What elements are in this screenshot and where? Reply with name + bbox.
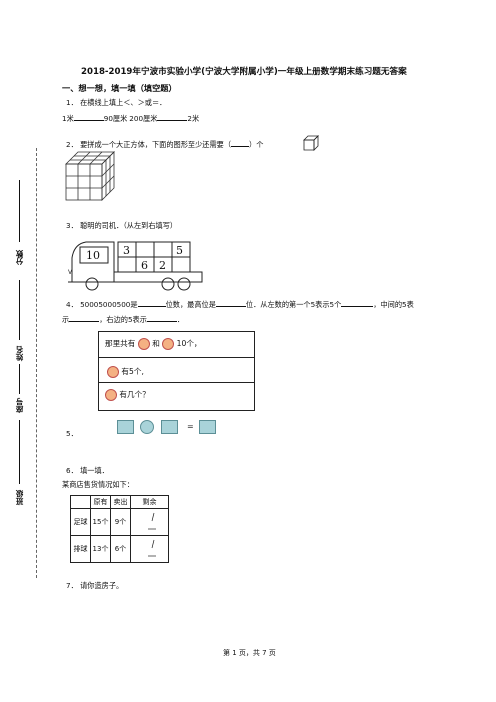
q5-number: 5．	[66, 429, 78, 438]
q5-box-2[interactable]	[161, 420, 178, 434]
q6-number: 6．	[66, 466, 78, 475]
sidebar-name-line	[19, 280, 20, 340]
answer-cell[interactable]	[130, 535, 169, 563]
truck-cargo-bottom-2: 6	[141, 259, 148, 272]
q5-bubble2: 有5个,	[107, 366, 144, 378]
q1-line: 1． 在横线上填上＜、＞或＝．	[66, 99, 166, 106]
truck-cab-number: 10	[86, 249, 100, 262]
q1-item-b: 90厘米	[103, 114, 128, 123]
table-row: 排球 13个 6个	[70, 535, 169, 563]
q4-text-a: 50005000500是	[80, 300, 138, 309]
q6-text: 填一填．	[80, 466, 109, 475]
sidebar-score-line	[19, 180, 20, 242]
q7-number: 7．	[66, 581, 78, 590]
section-heading: 一、想一想，填一填（填空题）	[62, 83, 177, 93]
q4-text-g: ．	[176, 315, 185, 324]
q1-item-d: 2米	[187, 114, 200, 123]
binding-dashed-line	[36, 148, 37, 578]
table-header: 卖出	[110, 495, 131, 509]
truck-cargo-top-3: 5	[176, 244, 183, 257]
q5-bubble3: 有几个？	[105, 389, 150, 401]
q4-text-c: 位．从左数的第一个5表示5个	[245, 300, 342, 309]
q2-line: 2． 要拼成一个大正方体，下面的图形至少还需要（ ）个	[66, 139, 263, 148]
sidebar-name-label: 姓名	[15, 346, 24, 361]
table-cell: 足球	[70, 508, 91, 536]
fraction-sketch-icon	[147, 539, 156, 557]
q2-blank[interactable]	[231, 139, 250, 147]
truck-figure: V 10 3 5 6 2	[68, 241, 203, 291]
sidebar-score-label: 分数	[15, 250, 24, 265]
q1-number: 1．	[66, 98, 78, 107]
girl-icon	[137, 338, 150, 350]
q7-text: 请你造房子。	[80, 581, 124, 590]
q4-blank-1[interactable]	[137, 299, 166, 307]
table-header: 剩余	[130, 495, 169, 509]
q4-text-d: ，中间的5表	[373, 300, 414, 309]
table-cell: 排球	[70, 535, 91, 563]
q5-bubble1-a: 那里共有	[105, 339, 136, 348]
truck-cargo-bottom-3: 2	[159, 259, 166, 272]
q5-bubble1-b: 和	[152, 339, 160, 348]
q1-blank-1[interactable]	[73, 113, 104, 121]
q4-number: 4．	[66, 300, 78, 309]
table-cell: 15个	[90, 508, 111, 536]
sidebar-class-line	[19, 420, 20, 484]
page-title: 2018-2019年宁波市实验小学(宁波大学附属小学)一年级上册数学期末练习题无…	[81, 67, 407, 77]
small-cube-icon	[303, 135, 319, 151]
q5-bubble1-c: 10个，	[176, 339, 202, 348]
table-cell: 13个	[90, 535, 111, 563]
boy-icon	[107, 366, 119, 378]
truck-vz-mark: V	[68, 269, 73, 276]
sidebar-id-label: 座号	[15, 398, 24, 413]
sidebar-class-label: 班级	[15, 490, 24, 505]
q5-equals: =	[187, 422, 194, 431]
q5-problem-box: 那里共有 和 10个， 有5个, 有几个？	[98, 331, 255, 411]
q5-box-3[interactable]	[199, 420, 216, 434]
q7-line: 7． 请你造房子。	[66, 582, 123, 589]
q4-line-2: 示 ，右边的5表示 ．	[62, 314, 184, 323]
page-footer: 第 1 页，共 7 页	[223, 649, 276, 657]
q1-item-a: 1米	[62, 114, 74, 123]
q4-text-b: 位数，最高位是	[165, 300, 216, 309]
q2-number: 2．	[66, 140, 78, 149]
table-cell: 9个	[110, 508, 131, 536]
q5-bubble1: 那里共有 和 10个，	[105, 338, 202, 350]
girl-icon	[105, 389, 117, 401]
q3-text: 聪明的司机．（从左到右填写）	[80, 221, 178, 230]
q4-blank-3[interactable]	[341, 299, 374, 307]
table-row: 足球 15个 9个	[70, 508, 169, 536]
q3-number: 3．	[66, 221, 78, 230]
q1-blank-2[interactable]	[157, 113, 188, 121]
q4-line-1: 4． 50005000500是 位数，最高位是 位．从左数的第一个5表示5个 ，中间的…	[66, 299, 414, 308]
q5-bubble2-text: 有5个,	[121, 367, 144, 376]
fraction-sketch-icon	[147, 512, 156, 530]
q1-item-c: 200厘米	[129, 114, 158, 123]
q2-text-after: ）个	[249, 140, 264, 149]
q1-text: 在横线上填上＜、＞或＝．	[80, 98, 167, 107]
q4-blank-5[interactable]	[146, 314, 177, 322]
q5-divider-1	[99, 357, 254, 358]
q6-caption: 某商店售货情况如下：	[62, 480, 134, 489]
table-cell: 6个	[110, 535, 131, 563]
sidebar-id-line	[19, 364, 20, 394]
boy-icon	[162, 338, 175, 350]
q4-blank-4[interactable]	[69, 314, 100, 322]
table-header	[70, 495, 91, 509]
q6-stock-table: 原有 卖出 剩余 足球 15个 9个 排球 13个 6个	[70, 495, 169, 563]
q4-text-f: ，右边的5表示	[99, 315, 147, 324]
table-header: 原有	[90, 495, 111, 509]
q5-divider-2	[99, 382, 254, 383]
q4-text-e: 示	[62, 315, 70, 324]
q5-bubble3-text: 有几个？	[119, 390, 150, 399]
answer-cell[interactable]	[130, 508, 169, 536]
cube-stack-figure	[65, 151, 115, 201]
q5-circle[interactable]	[140, 420, 154, 434]
q4-blank-2[interactable]	[215, 299, 246, 307]
q2-text-before: 要拼成一个大正方体，下面的图形至少还需要（	[80, 140, 232, 149]
truck-cargo-top-1: 3	[123, 244, 130, 257]
q5-box-1[interactable]	[117, 420, 134, 434]
q6-line: 6． 填一填．	[66, 467, 109, 474]
q3-line: 3． 聪明的司机．（从左到右填写）	[66, 222, 177, 229]
